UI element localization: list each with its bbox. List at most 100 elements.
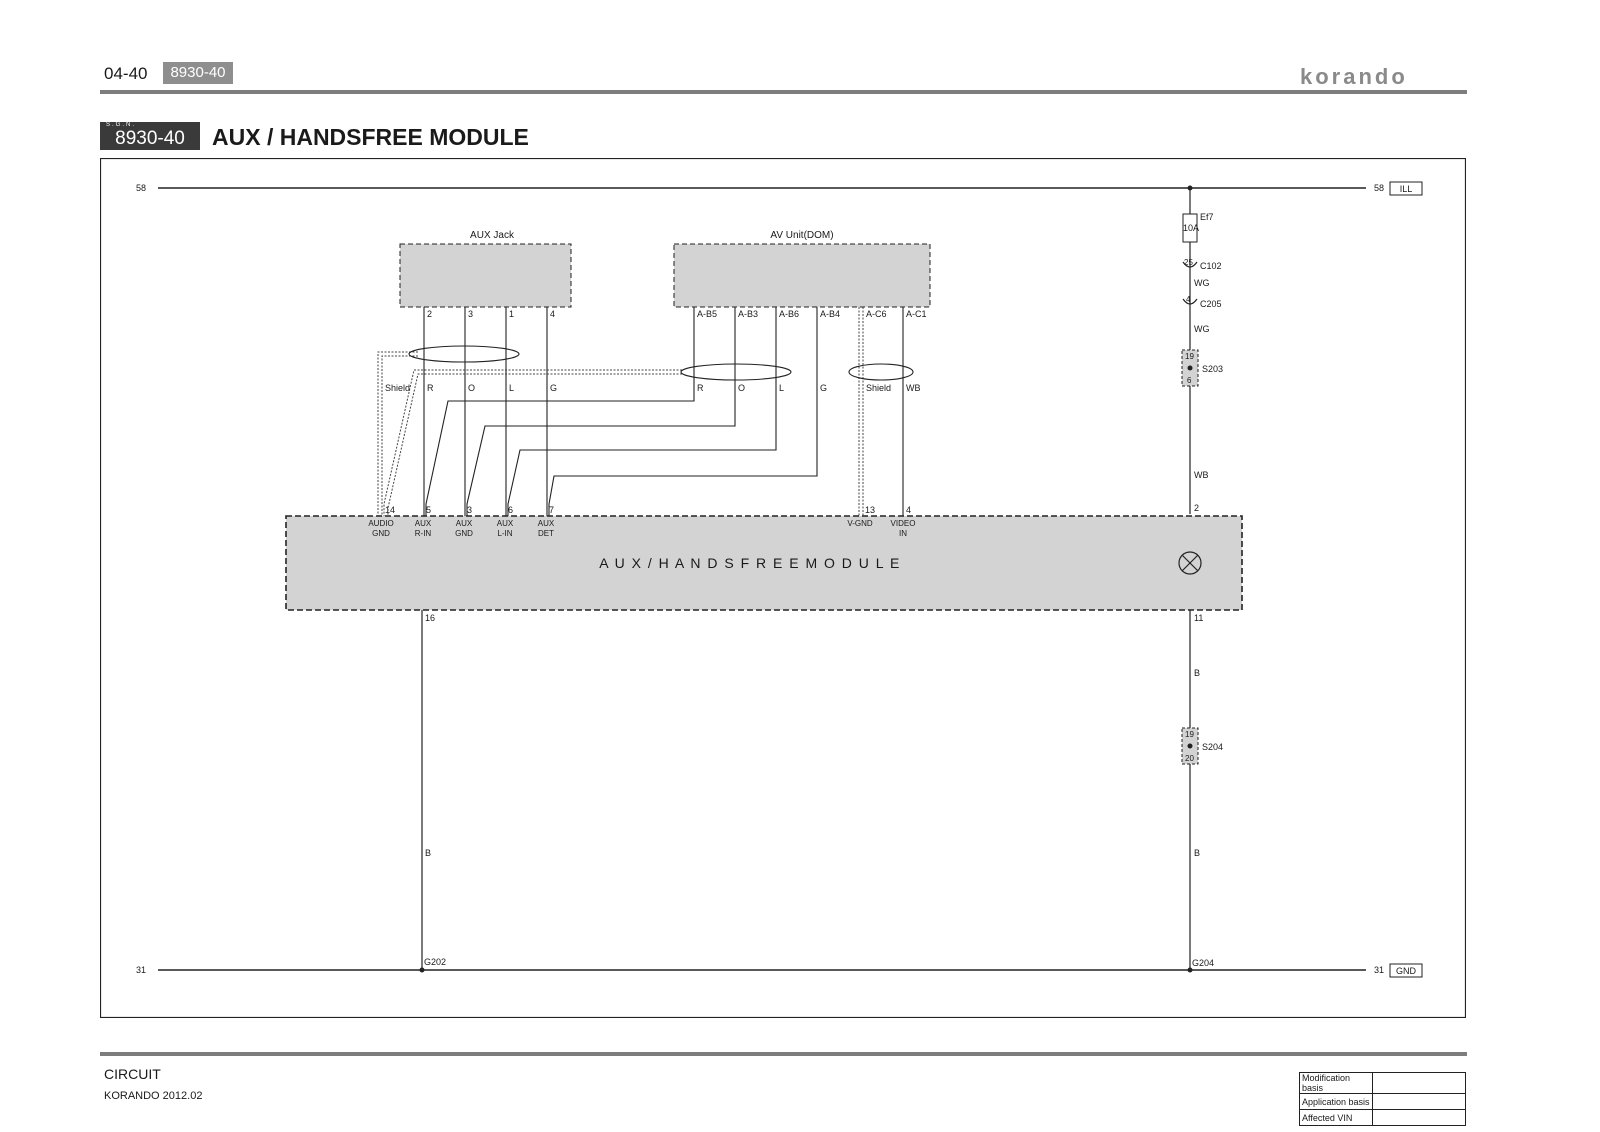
sgn-badge: S.G.N. 8930-40 [100, 122, 200, 150]
footer-section: CIRCUIT [104, 1066, 161, 1082]
basis-label-affected-vin: Affected VIN [1299, 1109, 1373, 1126]
wire-label-r-left: R [427, 383, 434, 393]
shield-av-outer [383, 369, 682, 516]
wire-label-shield-av: Shield [866, 383, 891, 393]
splice-s203-label: S203 [1202, 364, 1223, 374]
wire-color-wg-1: WG [1194, 278, 1210, 288]
basis-label-application: Application basis [1299, 1093, 1373, 1110]
splice-s204-label: S204 [1202, 742, 1223, 752]
pin-name-aux-gnd-1: AUX [456, 519, 473, 528]
shield-ellipse-av [680, 363, 792, 381]
pin-name-aux-det-2: DET [538, 529, 554, 538]
wire-av-b4-to-module7 [548, 307, 818, 516]
av-unit-pin-a-b6: A-B6 [779, 309, 799, 319]
pin-name-video-in-2: IN [899, 529, 907, 538]
basis-row: Modification basis [1299, 1072, 1466, 1094]
connector-c205-symbol [1182, 298, 1198, 305]
pin-name-video-in-1: VIDEO [891, 519, 916, 528]
aux-jack-label: AUX Jack [470, 230, 515, 241]
shield-ellipse-aux [408, 345, 520, 363]
pin-name-audio-gnd-2: GND [372, 529, 390, 538]
gnd-tag: GND [1396, 966, 1417, 976]
module-pin-2: 2 [1194, 503, 1199, 513]
wire-color-wg-2: WG [1194, 324, 1210, 334]
pin-name-aux-l-in-1: AUX [497, 519, 514, 528]
connector-c205-label: C205 [1200, 299, 1222, 309]
splice-s203-top-pin: 19 [1185, 352, 1194, 361]
wire-label-r-av: R [697, 383, 704, 393]
shield-aux-outer [377, 351, 418, 516]
module-pin-3: 3 [467, 505, 472, 515]
wire-label-wb-av: WB [906, 383, 921, 393]
rail-31-left-label: 31 [136, 965, 146, 975]
pin-name-v-gnd: V-GND [847, 519, 873, 528]
aux-jack-pin-4: 4 [550, 309, 555, 319]
diagram-frame [100, 158, 1466, 1018]
wire-color-b-right-lower: B [1194, 848, 1200, 858]
module-label: A U X / H A N D S F R E E M O D U L E [599, 555, 901, 571]
pin-name-aux-det-1: AUX [538, 519, 555, 528]
basis-label-modification: Modification basis [1299, 1072, 1373, 1094]
wire-label-g-left: G [550, 383, 557, 393]
wire-label-l-av: L [779, 383, 784, 393]
basis-value-modification [1372, 1072, 1466, 1094]
page-number: 04-40 [104, 64, 148, 83]
av-unit-pin-a-c1: A-C1 [906, 309, 927, 319]
module-pin-14: 14 [385, 505, 395, 515]
pin-name-aux-r-in-2: R-IN [415, 529, 432, 538]
module-pin-7: 7 [549, 505, 554, 515]
aux-jack-pin-3: 3 [468, 309, 473, 319]
connector-c102-label: C102 [1200, 261, 1222, 271]
fuse-name: Ef7 [1200, 212, 1214, 222]
splice-s203-bottom-pin: 6 [1187, 376, 1192, 385]
wire-av-b5-to-module5 [425, 307, 695, 516]
ground-g204-junction [1187, 967, 1193, 973]
rail-31-right-label: 31 [1374, 965, 1384, 975]
aux-jack [399, 243, 572, 308]
basis-value-affected-vin [1372, 1109, 1466, 1126]
pin-name-aux-r-in-1: AUX [415, 519, 432, 528]
wire-av-b6-to-module6 [507, 307, 777, 516]
fuse-ef7 [1182, 213, 1198, 243]
module-pin-13: 13 [865, 505, 875, 515]
rail-58-right-label: 58 [1374, 183, 1384, 193]
circuit-diagram: 58 58 ILL 31 31 GND Ef7 10A 25 C102 WG 4… [100, 158, 1466, 1018]
shield-ellipse-video [848, 363, 914, 381]
fuse-rating: 10A [1183, 223, 1199, 233]
wire-label-o-av: O [738, 383, 745, 393]
splice-s204-bottom-pin: 20 [1185, 754, 1194, 763]
section-code-badge: 8930-40 [163, 62, 233, 84]
shield-av-inner [387, 373, 682, 516]
sgn-label: S.G.N. [106, 122, 137, 128]
aux-jack-pin-2: 2 [427, 309, 432, 319]
ill-tag-box [1389, 181, 1423, 196]
shield-wires [377, 307, 864, 516]
av-unit-pin-a-b3: A-B3 [738, 309, 758, 319]
connector-c205-pin: 4 [1186, 295, 1191, 304]
sgn-code: 8930-40 [115, 128, 185, 149]
pin-name-aux-l-in-2: L-IN [497, 529, 512, 538]
splice-s204-top-pin: 19 [1185, 730, 1194, 739]
ground-g202-junction [419, 967, 425, 973]
connector-c102-pin: 25 [1184, 258, 1193, 267]
wire-label-g-av: G [820, 383, 827, 393]
wire-label-o-left: O [468, 383, 475, 393]
signal-wires [423, 307, 904, 516]
aux-jack-pin-1: 1 [509, 309, 514, 319]
footer-model: KORANDO 2012.02 [104, 1090, 203, 1102]
wire-label-shield-left: Shield [385, 383, 410, 393]
page-title: AUX / HANDSFREE MODULE [212, 124, 529, 150]
ground-g202-label: G202 [424, 957, 446, 967]
rail-58-left-label: 58 [136, 183, 146, 193]
aux-handsfree-module [285, 515, 1243, 611]
module-pin-11: 11 [1194, 613, 1203, 623]
pin-name-audio-gnd-1: AUDIO [368, 519, 393, 528]
wire-color-b-right-upper: B [1194, 668, 1200, 678]
ground-g204-label: G204 [1192, 958, 1214, 968]
wire-av-b3-to-module3 [466, 307, 736, 516]
splice-s203-dot [1187, 365, 1193, 371]
module-pin-16: 16 [425, 613, 435, 623]
footer-rule [100, 1052, 1467, 1056]
wire-color-wb-right: WB [1194, 470, 1209, 480]
wire-label-l-left: L [509, 383, 514, 393]
